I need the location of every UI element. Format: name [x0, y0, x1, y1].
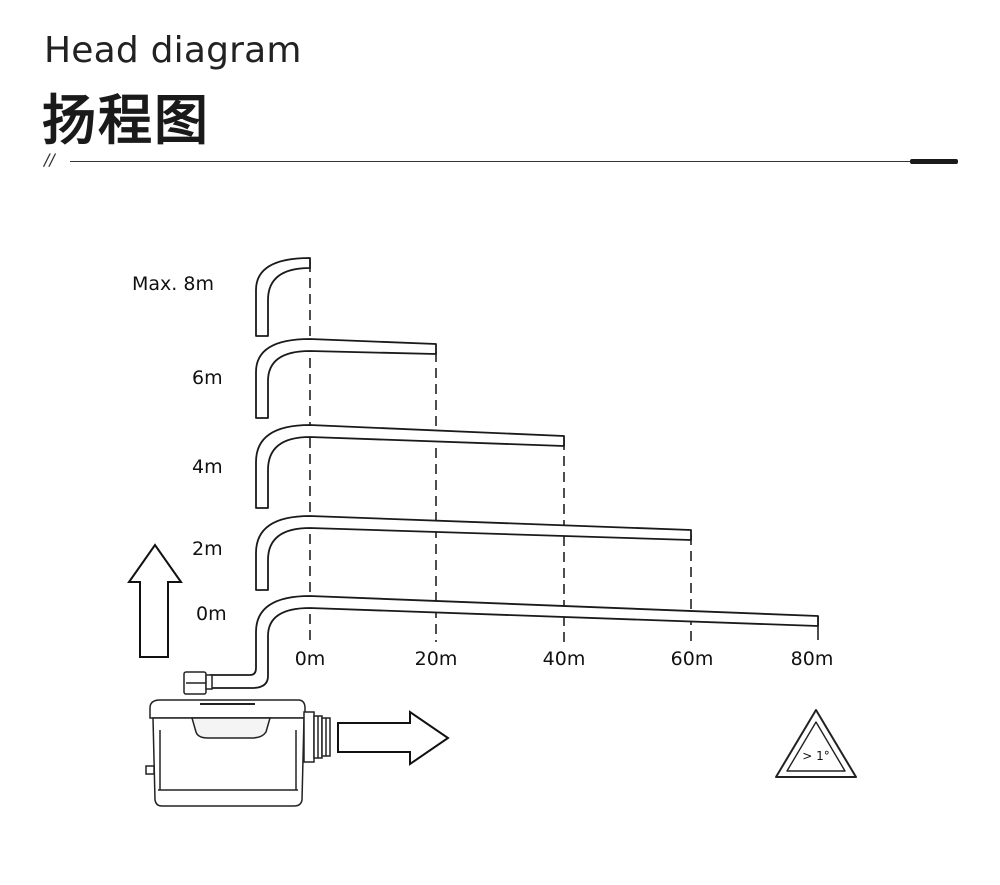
pipe-4m	[255, 424, 565, 509]
height-label-max-8m: Max. 8m	[132, 273, 214, 295]
title-english: Head diagram	[44, 30, 302, 71]
pipe-routes	[209, 257, 819, 689]
pipe-6m	[255, 338, 437, 419]
distance-label-20m: 20m	[415, 648, 458, 670]
pipe-2m	[255, 515, 692, 591]
pipe-0m	[209, 595, 819, 689]
vertical-arrow	[127, 543, 183, 658]
header-divider	[70, 161, 958, 162]
header-divider-accent	[910, 159, 958, 164]
distance-label-60m: 60m	[671, 648, 714, 670]
distance-label-0m: 0m	[295, 648, 326, 670]
distance-label-80m: 80m	[791, 648, 834, 670]
title-chinese: 扬程图	[42, 89, 210, 152]
distance-guides	[309, 262, 692, 642]
pipe-max-8m	[255, 257, 311, 337]
distance-label-40m: 40m	[543, 648, 586, 670]
horizontal-arrow	[337, 710, 450, 766]
slope-warning-text: > 1°	[802, 749, 830, 763]
height-label-6m: 6m	[192, 367, 223, 389]
height-label-2m: 2m	[192, 538, 223, 560]
height-label-0m: 0m	[196, 603, 227, 625]
pump-unit	[145, 671, 331, 807]
slope-warning-sign: > 1°	[775, 709, 857, 778]
divider-mark: //	[44, 150, 55, 169]
height-label-4m: 4m	[192, 456, 223, 478]
